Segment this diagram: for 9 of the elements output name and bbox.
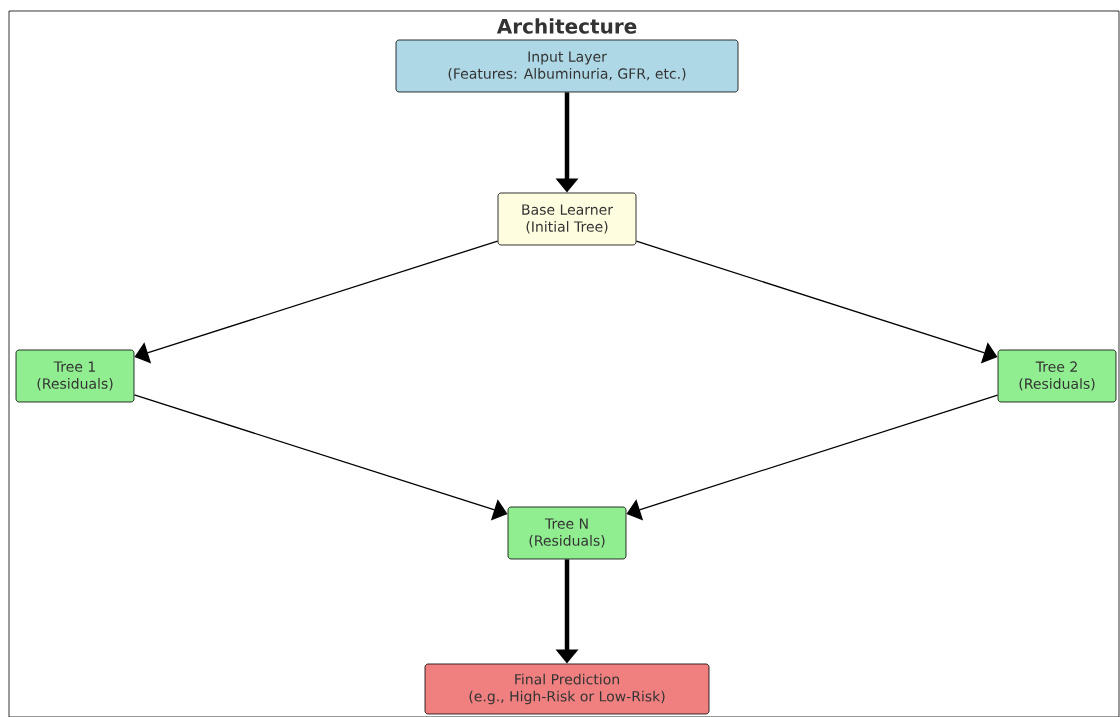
process-box: Tree N (Residuals) <box>507 506 627 560</box>
arrow <box>626 394 999 521</box>
process-box: Final Prediction (e.g., High-Risk or Low-Risk) <box>424 663 710 715</box>
arrow <box>134 240 499 364</box>
process-box: Tree 2 (Residuals) <box>997 349 1117 403</box>
title: Architecture <box>496 18 637 34</box>
process-box: Base Learner (Initial Tree) <box>497 192 637 246</box>
process-box: Input Layer (Features: Albuminuria, GFR, etc.) <box>395 39 739 93</box>
process-box: Tree 1 (Residuals) <box>15 349 135 403</box>
